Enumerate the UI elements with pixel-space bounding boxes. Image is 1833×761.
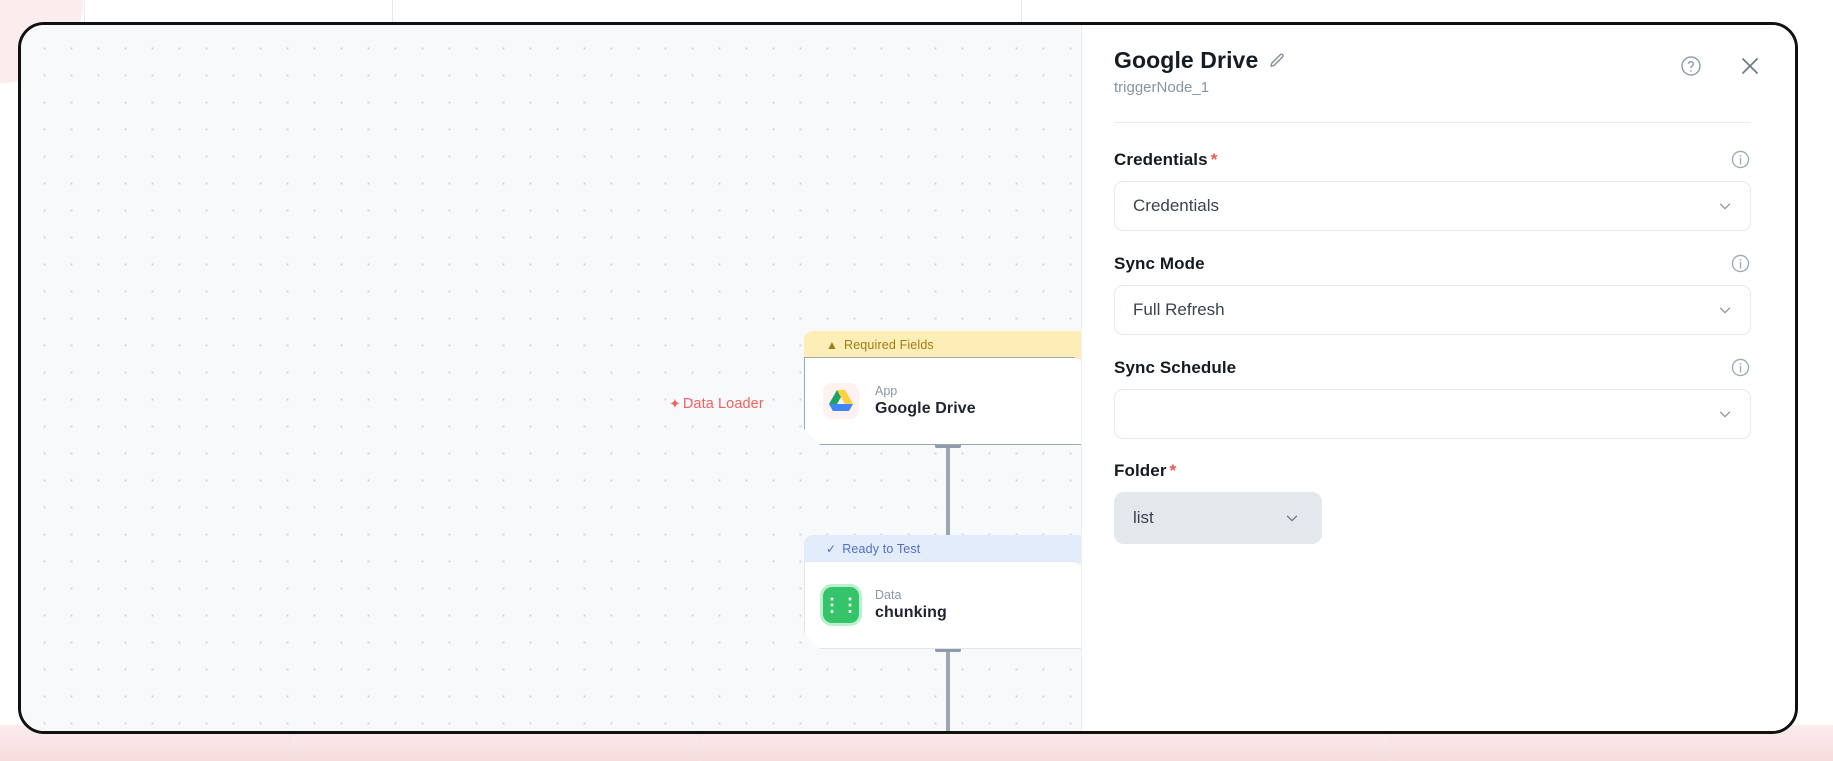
field-sync-mode: Sync Mode Full Refresh [1114, 253, 1751, 335]
node-meta: App Google Drive [875, 384, 976, 418]
chevron-down-icon [1283, 509, 1301, 527]
chevron-down-icon [1716, 405, 1734, 423]
backdrop-divider [84, 0, 85, 30]
help-circle-icon[interactable] [1679, 54, 1703, 78]
node-config-panel: Google Drive triggerNode_1 [1081, 25, 1795, 731]
select-value: Credentials [1133, 196, 1219, 215]
close-icon[interactable] [1737, 53, 1763, 79]
info-circle-icon[interactable] [1730, 357, 1751, 378]
google-sheets-icon: ⋮⋮ [823, 587, 859, 623]
edge-label-text: Data Loader [682, 396, 764, 412]
field-label: Sync Mode [1114, 253, 1205, 273]
sparkle-icon: ✦ [669, 395, 681, 412]
node-status-text: Ready to Test [842, 542, 921, 556]
backdrop-divider [392, 0, 393, 30]
backdrop-divider [700, 735, 701, 761]
panel-header: Google Drive triggerNode_1 [1114, 47, 1758, 96]
node-title-label: chunking [875, 604, 947, 621]
field-label-row: Sync Mode [1114, 253, 1751, 274]
folder-select[interactable]: list [1114, 492, 1322, 544]
sync-schedule-select[interactable] [1114, 389, 1751, 439]
panel-subtitle: triggerNode_1 [1114, 79, 1210, 96]
panel-body: Credentials* Credentials [1114, 123, 1751, 544]
field-label-row: Credentials* [1114, 149, 1751, 170]
node-status-banner-required-fields: ▲ Required Fields [804, 331, 1090, 359]
panel-divider [1114, 122, 1751, 123]
field-label-text: Credentials [1114, 149, 1208, 169]
warning-triangle-icon: ▲ [826, 338, 839, 352]
node-card[interactable]: ⋮⋮ Data chunking [804, 561, 1090, 649]
node-google-drive[interactable]: ▲ Required Fields App Google Drive [804, 331, 1090, 445]
chevron-down-icon [1716, 197, 1734, 215]
field-label-row: Folder* [1114, 461, 1751, 481]
sync-mode-select[interactable]: Full Refresh [1114, 285, 1751, 335]
required-asterisk: * [1210, 149, 1218, 169]
node-kind-label: App [875, 384, 898, 398]
info-circle-icon[interactable] [1730, 149, 1751, 170]
field-label: Sync Schedule [1114, 357, 1237, 377]
field-credentials: Credentials* Credentials [1114, 149, 1751, 231]
chevron-down-icon [1716, 301, 1734, 319]
field-folder: Folder* list [1114, 461, 1751, 544]
node-title-label: Google Drive [875, 400, 976, 417]
pencil-icon[interactable] [1268, 52, 1286, 70]
select-value: Full Refresh [1133, 300, 1225, 319]
node-card[interactable]: App Google Drive [804, 357, 1090, 445]
select-value: list [1133, 508, 1154, 527]
backdrop-divider [1390, 735, 1391, 761]
info-circle-icon[interactable] [1730, 253, 1751, 274]
panel-header-actions [1679, 53, 1763, 79]
connector-line [935, 643, 961, 731]
backdrop-divider [1021, 0, 1022, 30]
field-label: Credentials* [1114, 150, 1217, 170]
field-label-row: Sync Schedule [1114, 357, 1751, 378]
panel-title-row: Google Drive [1114, 47, 1751, 74]
required-asterisk: * [1169, 461, 1177, 480]
app-viewport-frame: ✦Data Loader ▲ Required Fields [18, 22, 1798, 734]
node-status-banner-ready-to-test: ✓ Ready to Test [804, 535, 1090, 563]
credentials-select[interactable]: Credentials [1114, 181, 1751, 231]
node-chunking[interactable]: ✓ Ready to Test ⋮⋮ Data chunking [804, 535, 1090, 649]
field-label-text: Folder [1114, 461, 1167, 480]
node-status-text: Required Fields [844, 338, 934, 352]
check-icon: ✓ [826, 542, 837, 556]
google-drive-icon [823, 383, 859, 419]
edge-label-data-loader: ✦Data Loader [669, 395, 764, 413]
flow-canvas[interactable]: ✦Data Loader ▲ Required Fields [21, 25, 1090, 731]
field-sync-schedule: Sync Schedule [1114, 357, 1751, 439]
node-meta: Data chunking [875, 588, 947, 622]
node-kind-label: Data [875, 588, 902, 602]
sheets-glyph: ⋮⋮ [823, 594, 859, 615]
field-label: Folder* [1114, 461, 1176, 481]
panel-title: Google Drive [1114, 47, 1259, 73]
backdrop-divider [290, 735, 291, 761]
